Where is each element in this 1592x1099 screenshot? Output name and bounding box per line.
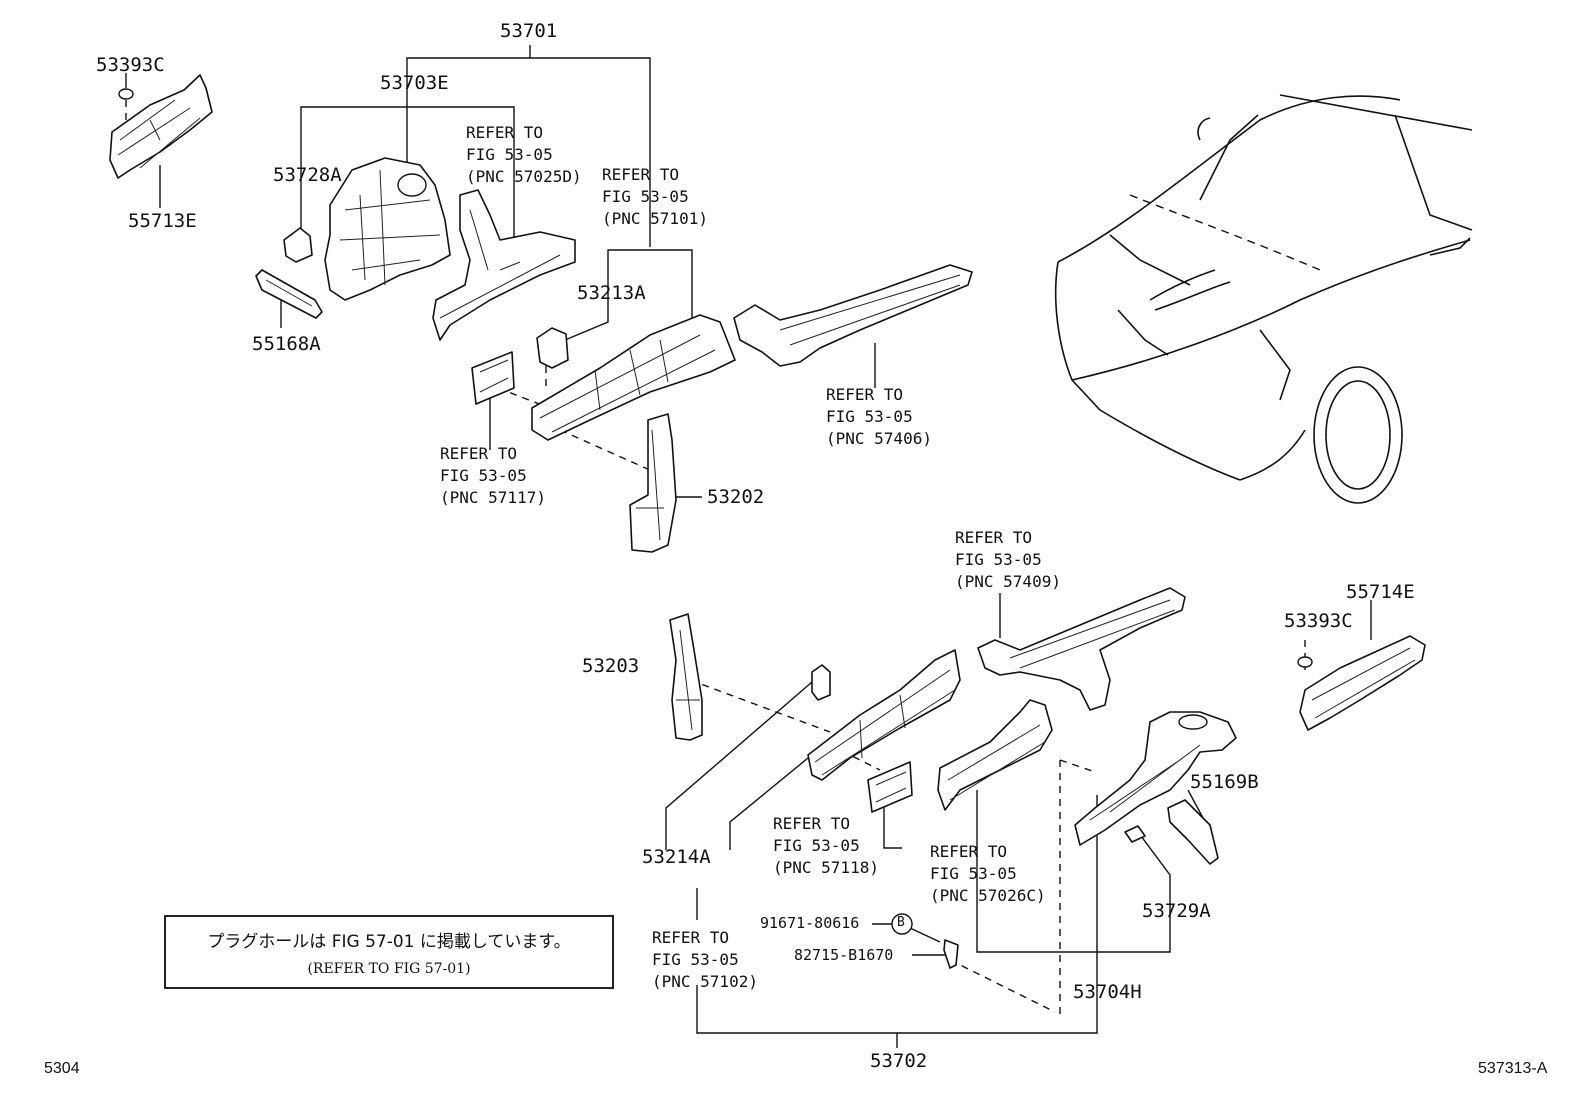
label-55169b: 55169B [1190, 771, 1259, 793]
part-57117-shape [471, 351, 515, 405]
part-53704h-shape [1074, 711, 1237, 846]
part-57026c-shape [937, 699, 1053, 811]
plug-hole-note-box: プラグホールは FIG 57-01 に掲載しています。 (REFER TO FI… [164, 915, 614, 989]
part-53393c-right-shape [1297, 656, 1313, 668]
label-53213a: 53213A [577, 282, 646, 304]
circle-b-marker [891, 913, 913, 935]
label-53202: 53202 [707, 486, 765, 508]
label-53729a: 53729A [1142, 900, 1211, 922]
part-55714e-shape [1299, 635, 1426, 731]
part-53393c-left-shape [118, 88, 134, 100]
part-53701-member-shape [531, 314, 736, 441]
label-55168a: 55168A [252, 333, 321, 355]
label-55714e: 55714E [1346, 581, 1415, 603]
footer-page-code: 5304 [44, 1060, 80, 1077]
part-53202-shape [629, 413, 677, 553]
part-55713e-shape [109, 74, 213, 179]
part-53728a-shape [283, 227, 313, 263]
label-91671-80616: 91671-80616 [760, 914, 860, 932]
label-53704h: 53704H [1073, 981, 1142, 1003]
part-53214a-shape [811, 664, 831, 701]
part-53729a-shape [1124, 825, 1146, 843]
label-53203: 53203 [582, 655, 640, 677]
part-57409-shape [977, 587, 1186, 711]
footer-illustration-id: 537313-A [1478, 1060, 1548, 1077]
label-53393c-right: 53393C [1284, 610, 1353, 632]
part-55169b-shape [1167, 799, 1219, 865]
part-57406-shape [733, 264, 973, 367]
part-53203-shape [669, 613, 703, 741]
label-53703e: 53703E [380, 72, 449, 94]
leader-lines [125, 45, 1372, 1048]
label-53393c-left: 53393C [96, 54, 165, 76]
label-53214a: 53214A [642, 846, 711, 868]
part-55168a-shape [255, 269, 323, 319]
label-53702: 53702 [870, 1050, 928, 1072]
part-53213a-shape [536, 327, 569, 369]
label-53728a: 53728A [273, 164, 342, 186]
note-japanese-text: プラグホールは FIG 57-01 に掲載しています。 [207, 932, 571, 952]
part-57118-shape [867, 761, 913, 813]
note-english-text: (REFER TO FIG 57-01) [307, 961, 471, 977]
circle-b-letter: B [897, 915, 905, 930]
bolt-82715-shape [943, 939, 959, 969]
vehicle-outline [1054, 94, 1473, 504]
part-53703e-shape [324, 157, 451, 301]
part-53702-member-shape [807, 649, 961, 781]
part-57025d-shape [432, 189, 576, 341]
label-53701: 53701 [500, 20, 558, 42]
label-82715-b1670: 82715-B1670 [794, 946, 894, 964]
label-55713e: 55713E [128, 210, 197, 232]
